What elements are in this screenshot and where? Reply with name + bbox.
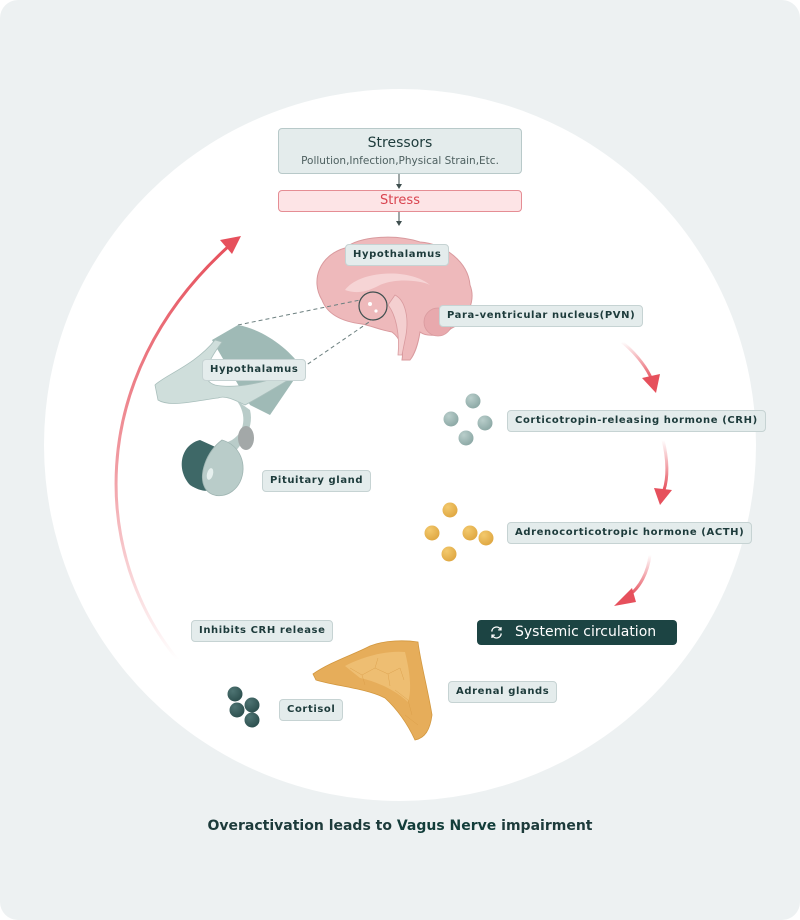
feedback-arrow [114, 236, 241, 662]
arrow-acth-to-systemic [614, 554, 652, 606]
refresh-cycle-icon [491, 626, 502, 639]
cortisol-molecule [244, 697, 260, 713]
footer-highlight: Vagus Nerve [396, 818, 497, 834]
systemic-circulation-badge: Systemic circulation [477, 620, 677, 645]
footer-caption: Overactivation leads to Vagus Nerve impa… [0, 818, 800, 834]
label-acth: Adrenocorticotropic hormone (ACTH) [507, 522, 753, 544]
stress-box: Stress [278, 190, 522, 212]
connector-stressors-to-stress [396, 173, 402, 189]
label-pvn: Para-ventricular nucleus(PVN) [439, 305, 644, 327]
crh-molecule [477, 415, 493, 431]
label-cortisol: Cortisol [279, 699, 344, 721]
systemic-circulation-label: Systemic circulation [515, 624, 657, 640]
cortisol-molecules [227, 686, 260, 728]
label-crh: Corticotropin-releasing hormone (CRH) [507, 410, 766, 432]
crh-molecule [465, 393, 481, 409]
acth-molecule [462, 525, 478, 541]
connector-stress-to-brain [396, 211, 402, 226]
acth-molecules [424, 502, 494, 562]
brain-illustration [316, 236, 473, 361]
crh-molecule [443, 411, 459, 427]
arrow-crh-to-acth [654, 439, 672, 505]
stressors-box: Stressors Pollution,Infection,Physical S… [278, 128, 522, 174]
arrow-pvn-to-crh [621, 340, 660, 393]
label-hypothalamus-detail: Hypothalamus [202, 359, 307, 381]
label-hypothalamus-brain: Hypothalamus [345, 244, 450, 266]
acth-molecule [442, 502, 458, 518]
label-pituitary-gland: Pituitary gland [262, 470, 372, 492]
acth-molecule [478, 530, 494, 546]
hypothalamus-magnifier-circle [358, 291, 388, 321]
stressors-subtitle: Pollution,Infection,Physical Strain,Etc. [301, 155, 499, 167]
cortisol-molecule [229, 702, 245, 718]
cortisol-molecule [244, 712, 260, 728]
stressors-title: Stressors [367, 135, 433, 151]
footer-suffix: impairment [496, 818, 593, 834]
cortisol-molecule [227, 686, 243, 702]
zoom-dashed-lines [237, 299, 373, 369]
adrenal-gland-illustration [312, 640, 433, 741]
footer-prefix: Overactivation leads to [207, 818, 397, 834]
crh-molecules [443, 393, 493, 446]
label-inhibits-crh-release: Inhibits CRH release [191, 620, 334, 642]
acth-molecule [424, 525, 440, 541]
crh-molecule [458, 430, 474, 446]
acth-molecule [441, 546, 457, 562]
label-adrenal-glands: Adrenal glands [448, 681, 558, 703]
